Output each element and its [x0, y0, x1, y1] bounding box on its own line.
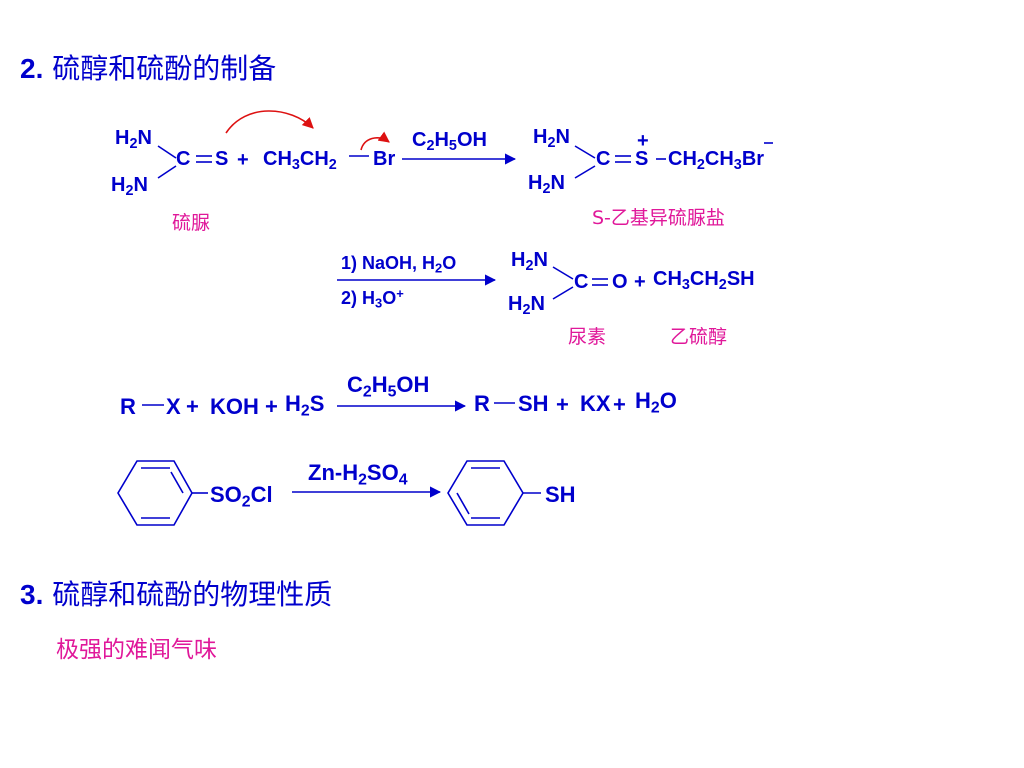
thiourea-nh2-bottom: H2N: [111, 174, 148, 200]
solvent-ethanol: C2H5OH: [412, 129, 487, 155]
section-3-title: 硫醇和硫酚的物理性质: [52, 578, 333, 611]
bond: [574, 165, 596, 179]
bond: [574, 145, 596, 159]
bond: [157, 145, 177, 159]
ethyl-group: CH3CH2: [263, 148, 337, 174]
thiophenol-sh: SH: [545, 482, 576, 507]
urea-carbon: C: [574, 271, 589, 293]
benzene-ring-2: [447, 460, 524, 526]
urea-nh2-bottom: H2N: [508, 293, 545, 319]
product-sh: SH: [518, 391, 549, 416]
section-2-heading: 2. 硫醇和硫酚的制备: [20, 47, 276, 87]
label-urea: 尿素: [568, 326, 607, 348]
plus-sign: +: [634, 271, 646, 293]
plus-sign: +: [265, 394, 278, 419]
alkyl-r: R: [120, 394, 136, 419]
curved-arrow-leaving: [360, 131, 390, 151]
ethanethiol: CH3CH2SH: [653, 268, 755, 294]
salt-nh2-bottom: H2N: [528, 172, 565, 198]
positive-charge: +: [637, 130, 649, 152]
salt-carbon: C: [596, 148, 611, 170]
salt-sulfur: S: [635, 148, 649, 170]
thiourea-carbon: C: [176, 148, 191, 170]
product-r: R: [474, 391, 490, 416]
bond: [552, 266, 574, 280]
label-ethanethiol: 乙硫醇: [670, 326, 728, 348]
urea-oxygen: O: [612, 271, 628, 293]
urea-nh2-top: H2N: [511, 249, 548, 275]
section-3-number: 3.: [20, 579, 44, 610]
thiourea-sulfur: S: [215, 148, 229, 170]
plus-sign: +: [237, 149, 249, 171]
label-salt: S-乙基异硫脲盐: [592, 207, 725, 229]
bromine: Br: [373, 148, 396, 170]
bond: [552, 286, 574, 300]
curved-arrow-electrons: [225, 110, 314, 134]
halide-x: X: [166, 394, 181, 419]
condition-naoh: 1) NaOH, H2O: [341, 253, 457, 276]
section-2-title: 硫醇和硫酚的制备: [52, 52, 277, 85]
section-2-number: 2.: [20, 53, 44, 84]
plus-sign: +: [186, 394, 199, 419]
water: H2O: [635, 388, 677, 417]
benzene-ring-1: [117, 460, 193, 526]
salt-nh2-top: H2N: [533, 126, 570, 152]
thiourea-nh2-top: H2N: [115, 127, 152, 153]
solvent-ethanol: C2H5OH: [347, 372, 430, 401]
plus-sign: +: [613, 392, 626, 417]
label-thiourea: 硫脲: [172, 212, 211, 234]
salt-ethyl-bromide: CH2CH3Br: [668, 148, 765, 174]
smell-note: 极强的难闻气味: [56, 637, 217, 663]
sulfonyl-chloride: SO2Cl: [210, 482, 273, 511]
bond: [157, 165, 177, 179]
condition-h3o: 2) H3O+: [341, 286, 404, 311]
section-3-heading: 3. 硫醇和硫酚的物理性质: [20, 573, 332, 613]
plus-sign: +: [556, 392, 569, 417]
kx: KX: [580, 391, 611, 416]
koh: KOH: [210, 394, 259, 419]
reducing-agent: Zn-H2SO4: [308, 460, 408, 489]
hydrogen-sulfide: H2S: [285, 391, 325, 420]
